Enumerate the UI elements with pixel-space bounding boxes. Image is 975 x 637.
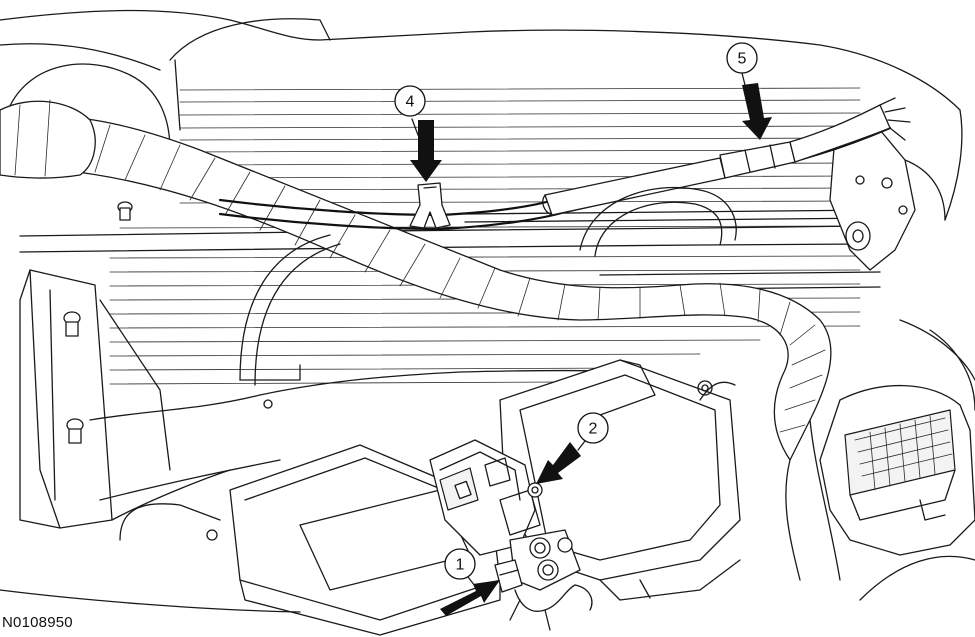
callout-1-number: 1: [456, 557, 465, 574]
figure-id-label: N0108950: [2, 614, 73, 631]
electrical-connector: [494, 529, 593, 631]
sensor-bracket-assembly: [429, 439, 543, 556]
right-bracket: [829, 129, 946, 271]
callout-2: 2: [577, 412, 609, 451]
thin-wiring-harness: [218, 97, 911, 231]
panel-ribs: [109, 87, 861, 385]
left-bracket: [19, 201, 231, 529]
callout-4-arrow: [410, 120, 442, 182]
callout-1-arrow: [440, 580, 500, 616]
callout-4: 4: [394, 85, 426, 136]
callout-5-number: 5: [738, 51, 747, 68]
callout-2-arrow: [536, 442, 581, 484]
callout-4-number: 4: [406, 94, 415, 111]
callout-1: 1: [444, 548, 476, 587]
loop-cable: [239, 186, 737, 386]
upper-trim-panel: [0, 9, 963, 221]
harness-retaining-clip: [409, 182, 451, 229]
callout-5-arrow: [742, 83, 772, 140]
callout-2-number: 2: [589, 421, 598, 438]
callout-5: 5: [726, 42, 758, 86]
lower-panel: [0, 369, 651, 613]
main-wiring-harness: [0, 99, 841, 581]
right-connector-module: [819, 319, 975, 601]
